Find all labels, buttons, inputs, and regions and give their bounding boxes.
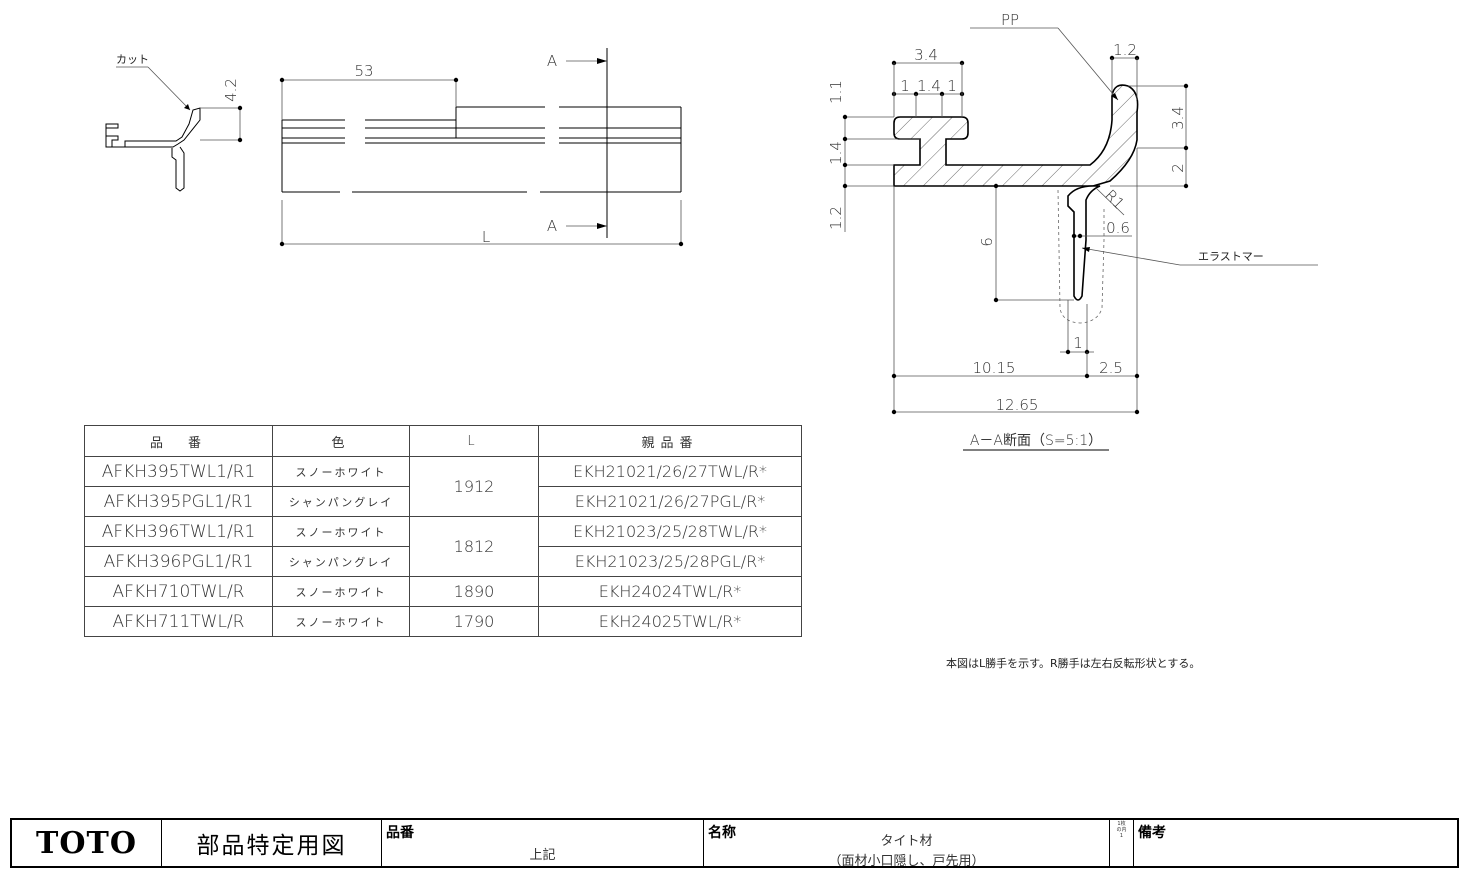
cell-part: AFKH711TWL/R [84, 606, 273, 637]
header-length: L [409, 425, 539, 457]
dim-3-4-right: 3.4 [1169, 106, 1187, 130]
label-elastomer: エラストマー [1198, 250, 1264, 263]
section-mark-a-top: A [547, 52, 557, 70]
header-color: 色 [272, 425, 410, 457]
cell-parent: EKH21023/25/28TWL/R* [538, 516, 802, 547]
dim-r1: R1 [1101, 186, 1128, 213]
sheet-field: 1枚の内1 [1110, 820, 1134, 866]
remarks-field: 備考 [1134, 820, 1457, 866]
cell-length: 1812 [409, 516, 539, 577]
name-subvalue: （面材小口隠し、戸先用） [828, 854, 985, 869]
end-view-profile: 4.2 カット [105, 53, 243, 192]
cell-color: スノーホワイト [272, 576, 410, 607]
cell-color: スノーホワイト [272, 606, 410, 637]
dim-1-a: 1 [900, 77, 910, 95]
label-cut: カット [116, 53, 149, 66]
cell-color: シャンパングレイ [272, 486, 410, 517]
logo: TOTO [12, 820, 162, 866]
handedness-note: 本図はL勝手を示す。R勝手は左右反転形状とする。 [946, 657, 1201, 670]
parts-table: 品 番 色 L 親品番 AFKH395TWL1/R1 スノーホワイト 1912 … [84, 425, 802, 637]
dim-2-5: 2.5 [1099, 359, 1123, 377]
table-row: AFKH711TWL/R スノーホワイト 1790 EKH24025TWL/R* [84, 606, 802, 637]
dim-12-65: 12.65 [996, 396, 1039, 414]
cell-parent: EKH21023/25/28PGL/R* [538, 546, 802, 577]
table-row: AFKH396PGL1/R1 シャンパングレイ EKH21023/25/28PG… [84, 546, 802, 577]
table-row: AFKH395PGL1/R1 シャンパングレイ EKH21021/26/27PG… [84, 486, 802, 517]
name-label: 名称 [708, 825, 736, 841]
cell-part: AFKH395TWL1/R1 [84, 456, 273, 487]
cell-part: AFKH710TWL/R [84, 576, 273, 607]
dim-0-6: 0.6 [1106, 219, 1130, 237]
table-row: AFKH710TWL/R スノーホワイト 1890 EKH24024TWL/R* [84, 576, 802, 607]
dim-1-bottom: 1 [1073, 334, 1083, 352]
cell-parent: EKH24025TWL/R* [538, 606, 802, 637]
name-field: 名称 タイト材 （面材小口隠し、戸先用） [704, 820, 1110, 869]
table-header-row: 品 番 色 L 親品番 [84, 425, 802, 457]
document-title: 部品特定用図 [162, 820, 382, 866]
header-part-number: 品 番 [84, 425, 273, 457]
dim-53: 53 [354, 62, 373, 80]
cell-parent: EKH21021/26/27PGL/R* [538, 486, 802, 517]
dim-1-4-top: 1.4 [917, 77, 941, 95]
name-value: タイト材 [880, 834, 933, 849]
dim-6: 6 [978, 237, 996, 247]
cell-part: AFKH395PGL1/R1 [84, 486, 273, 517]
part-number-value: 上記 [529, 848, 556, 863]
cell-color: シャンパングレイ [272, 546, 410, 577]
cell-part: AFKH396TWL1/R1 [84, 516, 273, 547]
dim-1-1: 1.1 [827, 80, 845, 104]
dim-3-4-top: 3.4 [914, 46, 938, 64]
header-parent-part: 親品番 [538, 425, 802, 457]
dim-2-right: 2 [1169, 163, 1187, 173]
section-a-a: 3.4 1 1.4 1 1.2 PP 1.1 1.4 [827, 11, 1318, 451]
dim-L: L [482, 228, 490, 246]
part-number-field: 品番 上記 [382, 820, 704, 866]
dim-1-b: 1 [947, 77, 957, 95]
dim-1-2-left: 1.2 [827, 206, 845, 230]
cell-length: 1790 [409, 606, 539, 637]
table-row: AFKH396TWL1/R1 スノーホワイト 1812 EKH21023/25/… [84, 516, 802, 577]
cell-length: 1912 [409, 456, 539, 517]
plan-view: 53 L A A [279, 48, 684, 247]
title-block: TOTO 部品特定用図 品番 上記 名称 タイト材 （面材小口隠し、戸先用） 1… [10, 818, 1459, 869]
cell-part: AFKH396PGL1/R1 [84, 546, 273, 577]
table-row: AFKH395TWL1/R1 スノーホワイト 1912 EKH21021/26/… [84, 456, 802, 517]
dim-1-4-left: 1.4 [827, 141, 845, 165]
cell-color: スノーホワイト [272, 456, 410, 487]
cell-length: 1890 [409, 576, 539, 607]
dim-10-15: 10.15 [973, 359, 1016, 377]
cell-parent: EKH21021/26/27TWL/R* [538, 456, 802, 487]
remarks-label: 備考 [1138, 825, 1166, 841]
section-mark-a-bottom: A [547, 217, 557, 235]
part-number-label: 品番 [386, 825, 414, 841]
label-pp: PP [1001, 11, 1019, 29]
cell-parent: EKH24024TWL/R* [538, 576, 802, 607]
sheet-value: 1枚の内1 [1116, 821, 1127, 839]
dim-1-2-top: 1.2 [1113, 41, 1137, 59]
dim-4-2: 4.2 [222, 78, 240, 102]
cell-color: スノーホワイト [272, 516, 410, 547]
section-caption: A－A断面（S=5:1） [970, 433, 1102, 449]
